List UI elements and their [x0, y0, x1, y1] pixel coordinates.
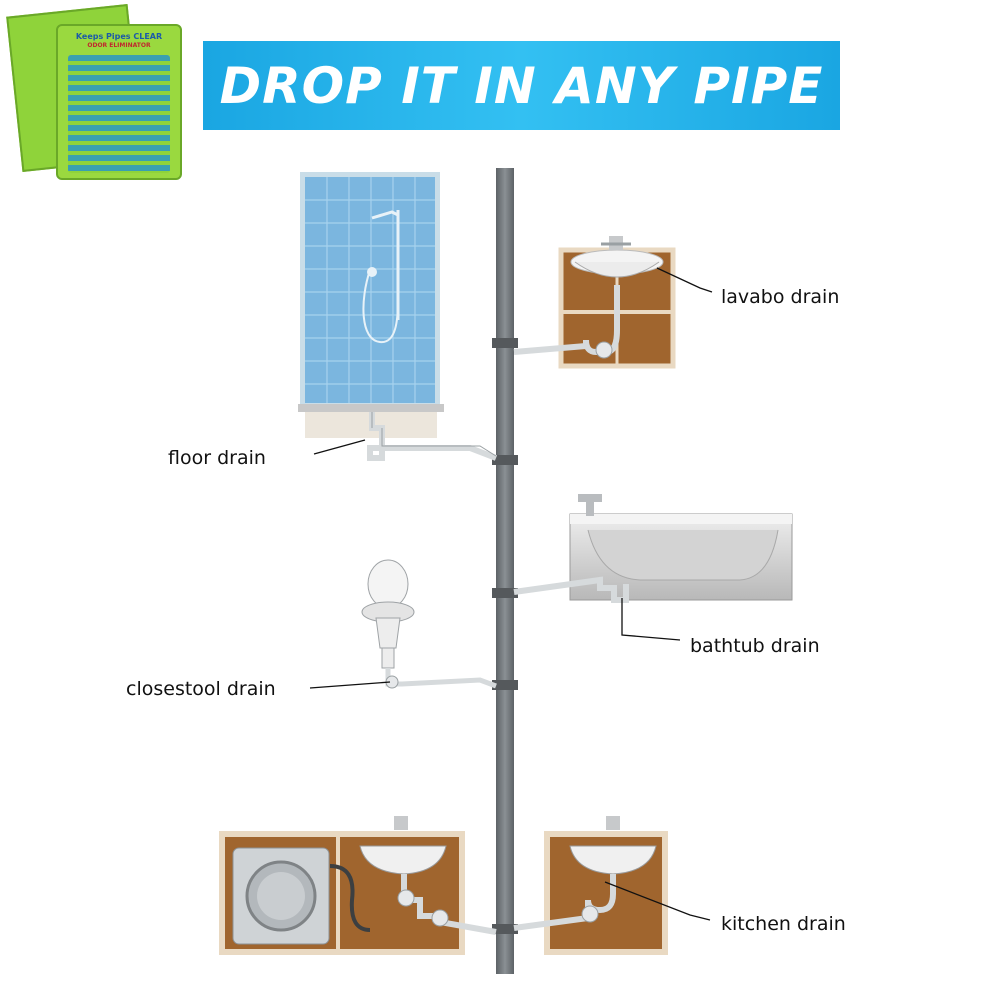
shower-enclosure — [298, 172, 444, 438]
label-lavabo-drain: lavabo drain — [721, 286, 840, 308]
label-floor-drain: floor drain — [168, 447, 266, 469]
product-brand-text: Keeps Pipes CLEAR — [75, 32, 163, 41]
headline-text: DROP IT IN ANY PIPE — [219, 56, 824, 115]
toilet — [361, 559, 415, 669]
leader-lavabo — [656, 267, 713, 293]
leader-floor — [313, 439, 366, 455]
headline-banner: DROP IT IN ANY PIPE — [203, 41, 840, 130]
closestool-drain-pipe — [385, 668, 497, 689]
label-bathtub-drain: bathtub drain — [690, 635, 820, 657]
label-closestool-drain: closestool drain — [126, 678, 276, 700]
label-kitchen-drain: kitchen drain — [721, 913, 846, 935]
pipe-joint-1 — [492, 338, 518, 348]
bathtub-drain-pipe — [513, 576, 629, 603]
floor-drain-pipe — [367, 412, 498, 461]
leader-kitchen — [604, 881, 711, 921]
pipe-joint-4 — [492, 680, 518, 690]
main-drain-pipe — [496, 168, 514, 974]
bathtub — [569, 494, 793, 601]
pipe-joint-3 — [492, 588, 518, 598]
pipe-joint-2 — [492, 455, 518, 465]
leader-bathtub — [621, 598, 681, 641]
kitchen-drain-pipe — [513, 874, 616, 931]
drain-sticks — [68, 55, 170, 173]
laundry-cabinet — [219, 816, 465, 955]
product-sub-text: ODOR ELIMINATOR — [87, 42, 151, 49]
kitchen-cabinet — [544, 816, 668, 955]
product-package-front: Keeps Pipes CLEAR ODOR ELIMINATOR — [56, 24, 182, 180]
leader-closestool — [309, 681, 391, 689]
pipe-joint-5 — [492, 924, 518, 934]
